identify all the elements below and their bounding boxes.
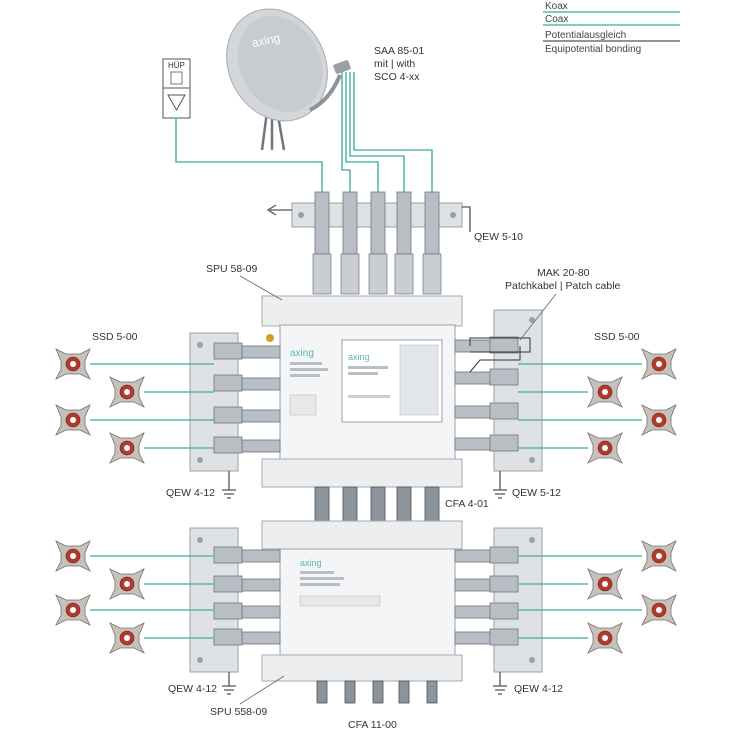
ssd-left-label: SSD 5-00 — [92, 331, 138, 343]
ground-triangle-icon — [167, 94, 186, 112]
hup-label: HÜP — [168, 61, 185, 70]
ssd-right-label: SSD 5-00 — [594, 331, 640, 343]
antenna-socket-icon — [109, 568, 145, 600]
bracket-left-upper: QEW 4-12 — [166, 332, 243, 499]
hup-box: HÜP — [162, 58, 191, 119]
legend: Koax Coax Potentialausgleich Equipotenti… — [543, 1, 680, 55]
dish-arm — [309, 74, 342, 112]
antenna-socket-icon — [641, 348, 677, 380]
antenna-socket-icon — [587, 622, 623, 654]
ground-icon — [493, 685, 507, 695]
ground-icon — [222, 685, 236, 695]
antenna-socket-icon — [641, 594, 677, 626]
sco-module-logo: axing — [348, 352, 370, 362]
lnb-icon — [333, 60, 351, 74]
qew-right-1-label: QEW 5-12 — [512, 487, 561, 499]
spu-upper-multiswitch: axing axing SPU 58-09 — [206, 263, 494, 488]
cfa-mid-label: CFA 4-01 — [445, 498, 489, 510]
dish-coax-cables — [175, 72, 433, 196]
spu-upper-bottom-rail — [261, 458, 463, 488]
antenna-socket-icon — [55, 540, 91, 572]
qew-left-2-label: QEW 4-12 — [168, 683, 217, 695]
legend-item-koax: Koax — [545, 1, 568, 12]
qew-right-2-label: QEW 4-12 — [514, 683, 563, 695]
ground-icon — [222, 489, 236, 499]
legend-item-potentialausgleich: Potentialausgleich — [545, 30, 626, 41]
mak-label-line-1: MAK 20-80 — [537, 267, 590, 279]
antenna-socket-icon — [55, 594, 91, 626]
spu-lower-multiswitch: axing SPU 558-09 — [210, 520, 494, 718]
antenna-socket-icon — [109, 376, 145, 408]
spu-bottom-label: SPU 558-09 — [210, 706, 267, 718]
cfa-bottom-label: CFA 11-00 — [348, 719, 397, 731]
spu-lower-logo: axing — [300, 558, 322, 568]
antenna-socket-icon — [587, 432, 623, 464]
socket-coax-cables — [90, 363, 642, 639]
spu-lower-left-outputs — [241, 549, 281, 645]
legend-item-equipotential-bonding: Equipotential bonding — [545, 44, 641, 55]
spu-top-label: SPU 58-09 — [206, 263, 258, 275]
antenna-socket-icon — [55, 348, 91, 380]
dish-label-line-2: mit | with — [374, 58, 415, 70]
antenna-sockets — [55, 348, 677, 654]
dish-label-line-1: SAA 85-01 — [374, 45, 424, 57]
patch-cable — [469, 337, 531, 353]
dish-logo: axing — [250, 31, 281, 51]
spu-upper-left-outputs — [241, 345, 281, 453]
antenna-socket-icon — [587, 376, 623, 408]
spu-lower-right-outputs — [454, 549, 494, 645]
arrow-left-icon — [266, 204, 277, 216]
cfa-mid-connectors: CFA 4-01 — [314, 486, 489, 522]
satellite-dish: axing SAA 85-01 mit | with SCO 4-xx — [226, 8, 424, 151]
bracket-right-lower: QEW 4-12 — [489, 527, 563, 695]
bracket-left-lower: QEW 4-12 — [168, 527, 243, 695]
qew-top-bracket: QEW 5-10 — [266, 191, 523, 295]
spu-lower-bottom-rail — [261, 654, 463, 682]
antenna-socket-icon — [109, 622, 145, 654]
mak-label-line-2: Patchkabel | Patch cable — [505, 280, 621, 292]
dish-label-line-3: SCO 4-xx — [374, 71, 420, 83]
qew-left-1-label: QEW 4-12 — [166, 487, 215, 499]
antenna-socket-icon — [641, 404, 677, 436]
qew-top-connectors — [312, 191, 442, 295]
ground-terminal-icon — [266, 334, 274, 342]
antenna-socket-icon — [641, 540, 677, 572]
spu-lower-top-rail — [261, 520, 463, 550]
spu-upper-logo: axing — [290, 348, 314, 359]
antenna-socket-icon — [109, 432, 145, 464]
ground-icon — [493, 489, 507, 499]
qew-top-label: QEW 5-10 — [474, 231, 523, 243]
antenna-socket-icon — [587, 568, 623, 600]
antenna-socket-icon — [55, 404, 91, 436]
dish-inner — [237, 16, 323, 112]
cfa-bottom-connectors: CFA 11-00 — [316, 680, 438, 731]
legend-item-coax: Coax — [545, 14, 568, 25]
fuse-icon — [170, 71, 183, 85]
spu-upper-top-rail — [261, 295, 463, 327]
spu-upper-right-outputs — [454, 339, 494, 451]
bracket-right-upper: QEW 5-12 MAK 20-80 Patchkabel | Patch ca… — [469, 267, 621, 499]
